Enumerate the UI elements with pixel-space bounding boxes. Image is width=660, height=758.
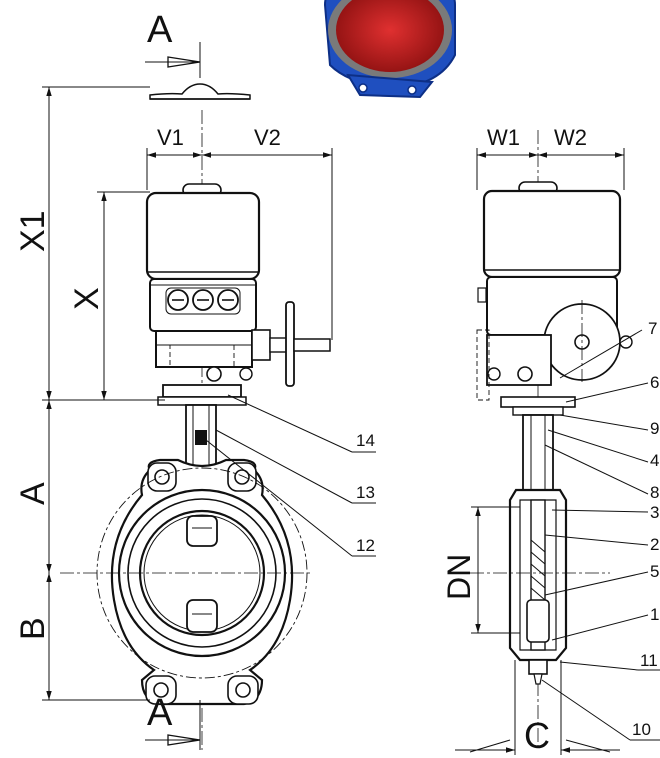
side-dimensions: [455, 148, 660, 755]
callout-label: 4: [650, 451, 659, 470]
dim-c-label: C: [524, 715, 550, 756]
front-dimensions: [42, 86, 376, 701]
front-callouts: 14 13 12: [356, 431, 375, 555]
callout-label: 1: [650, 605, 659, 624]
side-view: [470, 130, 633, 750]
callout-label: 9: [650, 419, 659, 438]
callout-label: 13: [356, 483, 375, 502]
dim-a-label: A: [14, 482, 52, 505]
dim-x1-label: X1: [14, 210, 52, 252]
callout-label: 14: [356, 431, 375, 450]
callout-label: 3: [650, 503, 659, 522]
callout-label: 6: [650, 373, 659, 392]
section-labels: A A: [147, 9, 173, 734]
side-callouts: 7 6 9 4 8 3 2 5 1 11 10: [632, 319, 659, 739]
section-label-bottom: A: [147, 692, 173, 734]
callout-label: 10: [632, 720, 651, 739]
dim-dn-label: DN: [441, 554, 477, 600]
dimension-labels: V1 V2 W1 W2 X1 X A B DN C: [14, 125, 587, 756]
callout-label: 8: [650, 483, 659, 502]
dim-x-label: X: [68, 287, 106, 310]
callout-label: 2: [650, 535, 659, 554]
dim-w1-label: W1: [487, 125, 520, 150]
callout-label: 11: [640, 651, 658, 670]
butterfly-valve-3d-icon: [323, 0, 456, 99]
callout-label: 7: [648, 319, 657, 338]
dim-w2-label: W2: [554, 125, 587, 150]
callout-label: 12: [356, 536, 375, 555]
callout-label: 5: [650, 562, 659, 581]
dim-v2-label: V2: [254, 125, 281, 150]
front-view: [60, 42, 331, 750]
dim-b-label: B: [14, 617, 52, 640]
section-label-top: A: [147, 9, 173, 51]
dim-v1-label: V1: [157, 125, 184, 150]
